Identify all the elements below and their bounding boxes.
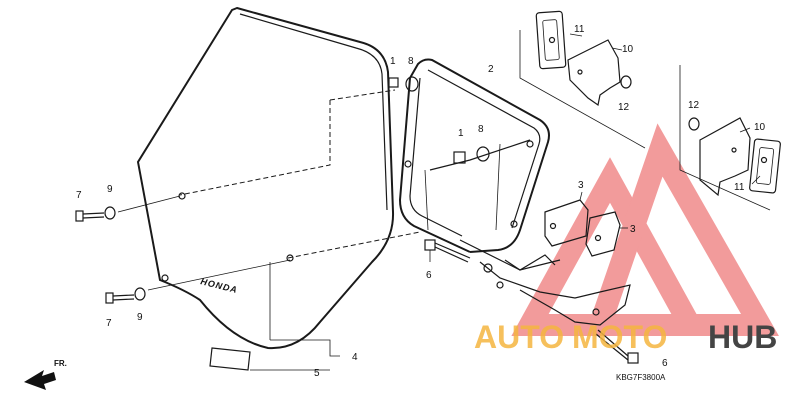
mount-hole: [161, 274, 169, 282]
leader-10b: [739, 127, 751, 133]
projection-upper: [329, 89, 396, 101]
grommet-1-upper: [388, 77, 399, 88]
watermark-auto: AUTO: [474, 319, 564, 355]
lower-mount-stay: [479, 254, 631, 326]
nut-8-middle: [476, 146, 490, 162]
watermark-text: AUTO MOTO HUB: [474, 319, 777, 355]
watermark-moto: MOTO: [572, 319, 667, 355]
callout-9: 9: [107, 184, 113, 195]
callout-5: 5: [314, 368, 320, 379]
washer-9-lower: [134, 287, 146, 301]
leader-stay: [495, 143, 501, 231]
leader-10a: [611, 47, 623, 51]
leader-3a: [579, 191, 583, 201]
callout-10: 10: [754, 122, 766, 133]
callout-6: 6: [662, 358, 668, 369]
bolt-6-left: [424, 239, 471, 263]
screw-7-upper: [75, 210, 105, 222]
callout-1: 1: [390, 56, 396, 67]
projection-lower: [287, 231, 421, 259]
washer-9-upper: [104, 206, 116, 220]
stay-bracket: [398, 58, 561, 271]
callout-11: 11: [734, 182, 745, 193]
callout-12: 12: [688, 100, 700, 111]
front-direction-arrow: [24, 370, 56, 390]
watermark-logo: [511, 123, 779, 336]
callout-2: 2: [488, 64, 494, 75]
grommet-1-middle: [453, 151, 466, 164]
callout-12: 12: [618, 102, 630, 113]
reflector-assembly-lower: [679, 65, 781, 211]
reflector-assembly-upper: [519, 10, 646, 149]
callout-3: 3: [630, 224, 636, 235]
windscreen-inner: [239, 13, 388, 211]
leader-screw-9a: [117, 195, 181, 213]
callout-9: 9: [137, 312, 143, 323]
leader-11a: [569, 33, 583, 37]
bracket-3-b: [585, 211, 621, 257]
leader-stay-2: [424, 169, 429, 231]
leader-11b: [751, 175, 761, 185]
direction-label: FR.: [54, 359, 67, 368]
callout-7: 7: [106, 318, 112, 329]
callout-1: 1: [458, 128, 464, 139]
leader-screw-9b: [147, 259, 291, 291]
callout-3: 3: [578, 180, 584, 191]
callout-6: 6: [426, 270, 432, 281]
screw-7-lower: [105, 292, 135, 304]
callout-10: 10: [622, 44, 634, 55]
projection-upper-v: [179, 100, 331, 196]
callout-11: 11: [574, 24, 585, 35]
windscreen-outline: [136, 6, 395, 350]
honda-logo: HONDA: [200, 276, 239, 295]
callout-7: 7: [76, 190, 82, 201]
label-plate-5: [209, 347, 251, 371]
part-code: KBG7F3800A: [616, 373, 666, 382]
callout-8: 8: [408, 56, 414, 67]
callout-8: 8: [478, 124, 484, 135]
mount-hole: [286, 254, 294, 262]
nut-8-upper: [405, 76, 419, 92]
watermark-triangle-right: [584, 123, 779, 336]
callout-4: 4: [352, 352, 358, 363]
bolt-6-bottom: [595, 329, 639, 364]
leader-4-5: [250, 339, 340, 371]
watermark-hub: HUB: [708, 319, 777, 355]
mount-hole: [178, 192, 186, 200]
